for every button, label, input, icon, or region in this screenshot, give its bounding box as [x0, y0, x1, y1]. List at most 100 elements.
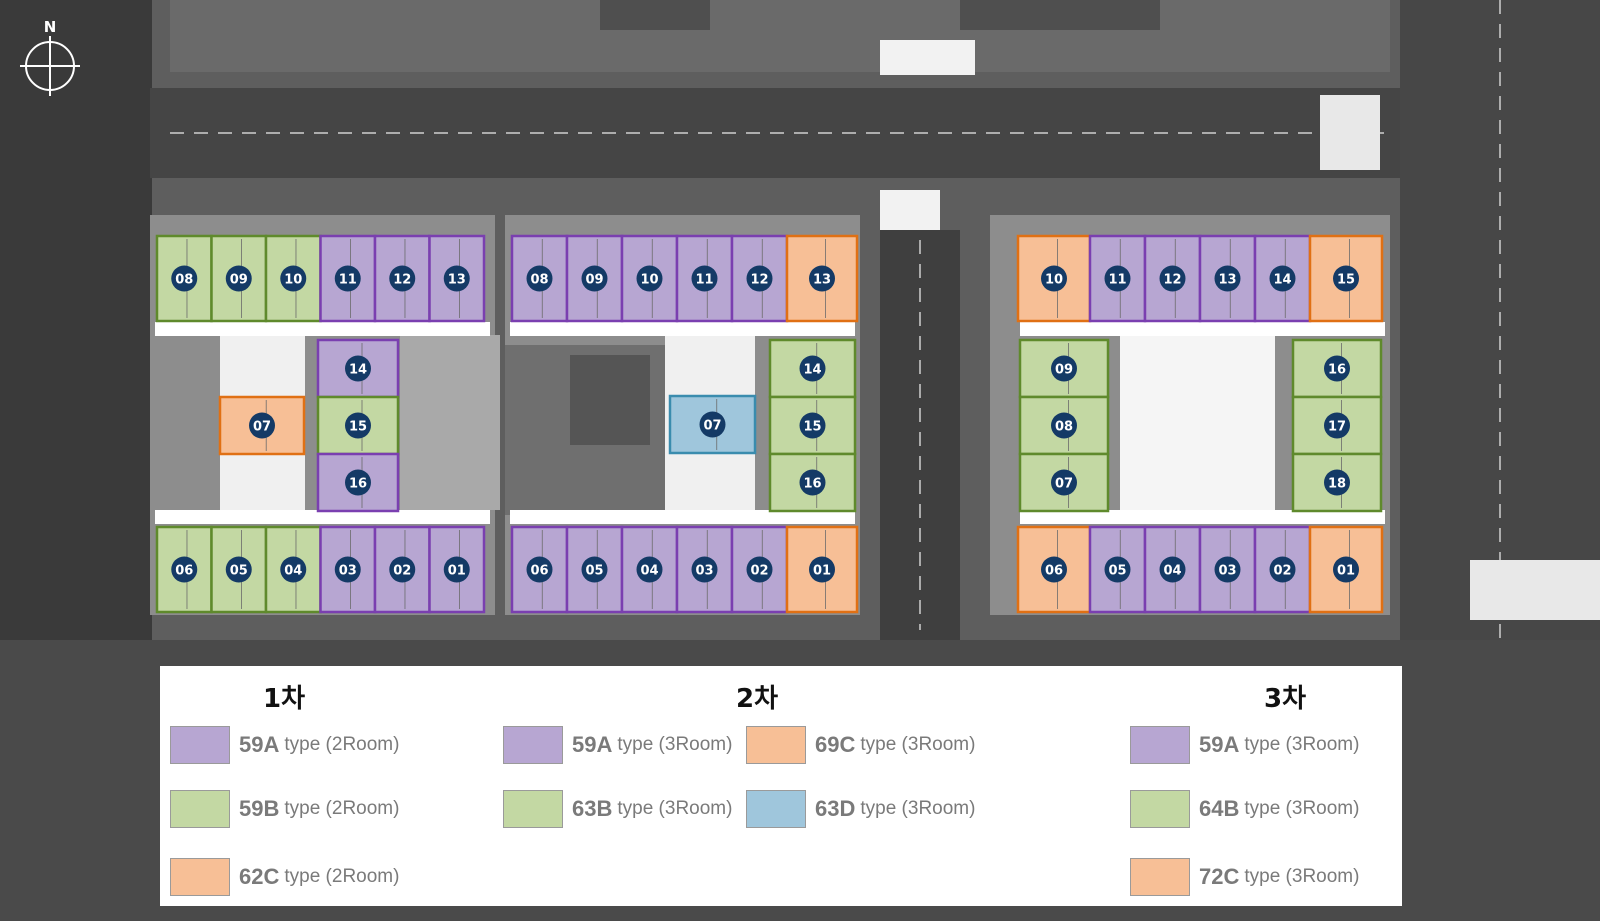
- phase1-unit[interactable]: 05: [210, 525, 268, 614]
- unit-badge: [171, 556, 198, 583]
- unit-cell[interactable]: [768, 452, 857, 513]
- phase2-unit[interactable]: 09: [565, 234, 624, 323]
- unit-badge: [799, 355, 826, 382]
- legend-phase2-title: 2차: [736, 684, 779, 714]
- phase2-unit[interactable]: 02: [730, 525, 789, 614]
- phase3-unit[interactable]: 15: [1308, 234, 1384, 323]
- unit-badge: [809, 556, 835, 583]
- phase3-unit[interactable]: 13: [1198, 234, 1257, 323]
- phase1-unit[interactable]: 14: [316, 338, 400, 399]
- unit-number: 01: [813, 564, 831, 579]
- unit-number: 05: [1108, 564, 1126, 579]
- phase2-unit[interactable]: 15: [768, 395, 857, 456]
- phase2-unit[interactable]: 13: [785, 234, 859, 323]
- unit-badge: [1333, 265, 1359, 292]
- unit-number: 03: [695, 564, 713, 579]
- compass-label: N: [44, 18, 57, 36]
- legend-panel: 1차 2차 3차 59A type (2Room) 59B type (2Roo…: [160, 666, 1402, 906]
- phase3-unit[interactable]: 02: [1253, 525, 1312, 614]
- unit-number: 14: [349, 363, 367, 378]
- phase3-unit[interactable]: 03: [1198, 525, 1257, 614]
- unit-cell[interactable]: [373, 525, 431, 614]
- phase2-roof: [570, 355, 650, 445]
- unit-badge: [280, 265, 307, 292]
- legend-item: 59A type (3Room): [1130, 726, 1359, 764]
- phase3-corridor-top: [1020, 322, 1385, 336]
- unit-badge: [581, 265, 608, 292]
- phase2-unit[interactable]: 16: [768, 452, 857, 513]
- unit-number: 15: [803, 420, 821, 435]
- legend-item: 69C type (3Room): [746, 726, 975, 764]
- unit-number: 16: [349, 477, 367, 492]
- phase1-unit[interactable]: 07: [218, 395, 306, 456]
- unit-badge: [1324, 355, 1350, 382]
- phase3-unit[interactable]: 05: [1088, 525, 1147, 614]
- legend-type: type (3Room): [617, 734, 733, 755]
- phase2-unit[interactable]: 12: [730, 234, 789, 323]
- unit-badge: [1333, 556, 1359, 583]
- phase3-unit[interactable]: 01: [1308, 525, 1384, 614]
- phase1-unit[interactable]: 13: [428, 234, 486, 323]
- unit-number: 15: [349, 420, 367, 435]
- phase1-unit[interactable]: 11: [319, 234, 377, 323]
- phase3-unit[interactable]: 08: [1018, 395, 1110, 456]
- phase3-unit[interactable]: 12: [1143, 234, 1202, 323]
- phase1-unit[interactable]: 15: [316, 395, 400, 456]
- phase3-unit[interactable]: 10: [1016, 234, 1092, 323]
- phase1-unit[interactable]: 03: [319, 525, 377, 614]
- unit-badge: [443, 556, 470, 583]
- phase2-unit[interactable]: 04: [620, 525, 679, 614]
- unit-number: 10: [1045, 273, 1063, 288]
- phase1-unit[interactable]: 02: [373, 525, 431, 614]
- unit-badge: [389, 556, 416, 583]
- phase2-unit[interactable]: 14: [768, 338, 857, 399]
- phase3-unit[interactable]: 09: [1018, 338, 1110, 399]
- phase3-unit[interactable]: 18: [1291, 452, 1383, 513]
- phase3-unit[interactable]: 17: [1291, 395, 1383, 456]
- unit-badge: [799, 412, 826, 439]
- phase3-unit[interactable]: 07: [1018, 452, 1110, 513]
- legend-item: 62C type (2Room): [170, 858, 399, 896]
- unit-number: 13: [813, 273, 831, 288]
- phase1-unit[interactable]: 12: [373, 234, 431, 323]
- phase2-unit[interactable]: 03: [675, 525, 734, 614]
- phase2-unit[interactable]: 11: [675, 234, 734, 323]
- phase2-unit[interactable]: 01: [785, 525, 859, 614]
- unit-cell[interactable]: [1016, 525, 1092, 614]
- phase2-unit[interactable]: 05: [565, 525, 624, 614]
- legend-type: type (3Room): [1244, 734, 1360, 755]
- legend-type: type (3Room): [860, 734, 976, 755]
- unit-badge: [1159, 556, 1186, 583]
- phase3-unit[interactable]: 16: [1291, 338, 1383, 399]
- unit-number: 08: [530, 273, 548, 288]
- unit-number: 08: [175, 273, 193, 288]
- phase3-unit[interactable]: 14: [1253, 234, 1312, 323]
- unit-badge: [225, 265, 252, 292]
- unit-cell[interactable]: [1308, 234, 1384, 323]
- phase1-unit[interactable]: 09: [210, 234, 268, 323]
- left-park-area: [0, 0, 152, 640]
- unit-cell[interactable]: [218, 395, 306, 456]
- phase1-unit[interactable]: 04: [264, 525, 322, 614]
- phase2-unit[interactable]: 06: [510, 525, 569, 614]
- phase1-unit[interactable]: 06: [155, 525, 213, 614]
- phase3-unit[interactable]: 04: [1143, 525, 1202, 614]
- unit-number: 10: [640, 273, 658, 288]
- unit-number: 16: [803, 477, 821, 492]
- phase1-unit[interactable]: 16: [316, 452, 400, 513]
- phase2-unit[interactable]: 08: [510, 234, 569, 323]
- unit-badge: [280, 556, 307, 583]
- unit-cell[interactable]: [319, 234, 377, 323]
- phase2-unit[interactable]: 07: [668, 394, 757, 455]
- unit-badge: [334, 265, 361, 292]
- phase1-unit[interactable]: 01: [428, 525, 486, 614]
- phase1-unit[interactable]: 10: [264, 234, 322, 323]
- unit-badge: [1041, 556, 1067, 583]
- phase1-unit[interactable]: 08: [155, 234, 213, 323]
- phase2-unit[interactable]: 10: [620, 234, 679, 323]
- phase3-unit[interactable]: 11: [1088, 234, 1147, 323]
- phase3-unit[interactable]: 06: [1016, 525, 1092, 614]
- unit-cell[interactable]: [210, 234, 268, 323]
- legend-type: type (3Room): [1244, 798, 1360, 819]
